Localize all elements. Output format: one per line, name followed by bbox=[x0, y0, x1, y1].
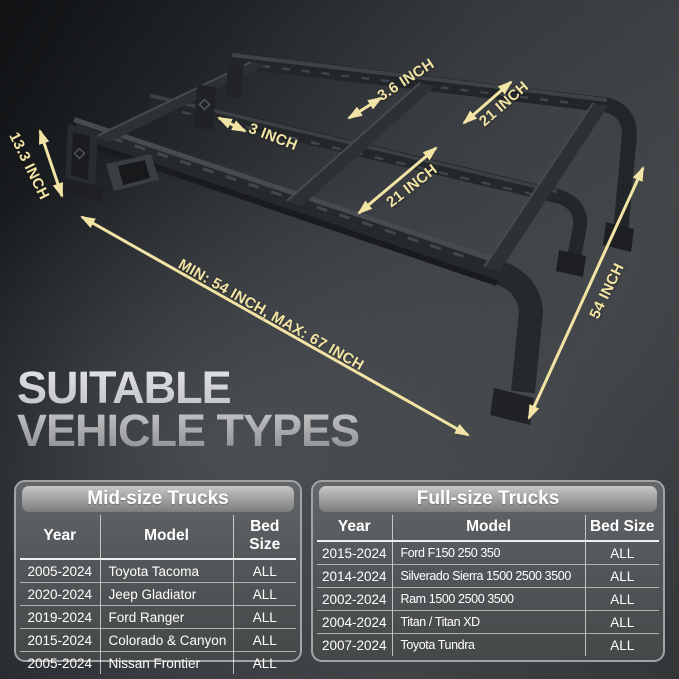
table-header-row: Year Model Bed Size bbox=[317, 515, 659, 542]
rack-crossbar-middle-edge bbox=[286, 82, 421, 202]
model-column-header: Model bbox=[392, 515, 586, 542]
year-cell: 2007-2024 bbox=[317, 633, 393, 656]
arrow-length-min-max bbox=[80, 215, 470, 437]
model-cell: Ford F150 250 350 bbox=[392, 541, 586, 565]
bed-size-cell: ALL bbox=[585, 633, 659, 656]
arrow-gap-front-21 bbox=[357, 146, 438, 215]
page-title: SUITABLE VEHICLE TYPES bbox=[17, 366, 359, 452]
bed-size-cell: ALL bbox=[585, 610, 659, 634]
rack-front-foot bbox=[490, 388, 534, 425]
rack-front-left-foot bbox=[58, 177, 104, 202]
arrow-height-13-3 bbox=[38, 128, 64, 199]
bed-size-column-header: Bed Size bbox=[585, 515, 659, 542]
rack-crossbar-left-edge bbox=[94, 61, 252, 138]
year-cell: 2005-2024 bbox=[20, 559, 101, 583]
model-cell: Ram 1500 2500 3500 bbox=[392, 587, 586, 611]
year-cell: 2020-2024 bbox=[20, 582, 101, 606]
model-cell: Jeep Gladiator bbox=[100, 582, 234, 606]
midsize-trucks-table-card: Mid-size Trucks Year Model Bed Size 2005… bbox=[14, 480, 302, 674]
year-cell: 2002-2024 bbox=[317, 587, 393, 611]
dimension-arrows bbox=[38, 80, 645, 437]
bed-size-cell: ALL bbox=[585, 587, 659, 611]
bed-size-cell: ALL bbox=[610, 545, 635, 561]
arrow-bar-3-6 bbox=[347, 96, 383, 120]
bed-size-cell: ALL bbox=[233, 605, 296, 629]
rack-mid-post-diamond-hole bbox=[198, 98, 211, 111]
fullsize-trucks-table-title: Full-size Trucks bbox=[319, 486, 657, 512]
year-column-header: Year bbox=[20, 515, 101, 560]
year-cell: 2015-2024 bbox=[20, 628, 101, 652]
rack-rear-rail bbox=[231, 52, 637, 229]
page-title-line1: SUITABLE bbox=[17, 362, 231, 413]
rack-front-left-post-face bbox=[71, 132, 90, 180]
year-cell: 2015-2024 bbox=[317, 541, 393, 565]
rack-crossbar-middle bbox=[287, 83, 435, 206]
bed-size-cell: ALL bbox=[233, 628, 296, 652]
year-cell: 2019-2024 bbox=[20, 605, 101, 629]
rack-mid-post bbox=[194, 84, 216, 130]
bed-size-column-header: Bed Size bbox=[233, 515, 296, 560]
year-cell: 2004-2024 bbox=[317, 610, 393, 634]
arrow-post-3 bbox=[217, 116, 247, 133]
table-header-row: Year Model Bed Size bbox=[20, 515, 296, 560]
arrow-gap-rear-21 bbox=[462, 80, 513, 125]
rack-rear-rail-highlight bbox=[231, 53, 608, 102]
model-cell: Colorado & Canyon bbox=[100, 628, 234, 652]
rack-rear-left-post bbox=[226, 58, 244, 98]
rack-front-left-diamond-hole bbox=[73, 147, 86, 160]
page-title-line2: VEHICLE TYPES bbox=[17, 405, 360, 456]
arrow-side-54 bbox=[527, 166, 645, 420]
model-cell: Toyota Tundra bbox=[392, 633, 586, 656]
year-cell: 2014-2024 bbox=[317, 564, 393, 588]
model-cell: Titan / Titan XD bbox=[392, 610, 586, 634]
model-cell: Nissan Frontier bbox=[100, 651, 234, 674]
bed-size-cell: ALL bbox=[585, 564, 659, 588]
rack-crossbar-left bbox=[95, 62, 266, 142]
bed-size-cell: ALL bbox=[233, 582, 296, 606]
year-cell: 2005-2024 bbox=[20, 651, 101, 674]
model-cell: Toyota Tacoma bbox=[100, 559, 234, 583]
bed-size-cell: ALL bbox=[252, 563, 277, 579]
year-column-header: Year bbox=[317, 515, 393, 542]
model-cell: Silverado Sierra 1500 2500 3500 bbox=[392, 564, 586, 588]
midsize-trucks-table-title: Mid-size Trucks bbox=[22, 486, 294, 512]
model-cell: Ford Ranger bbox=[100, 605, 234, 629]
fullsize-trucks-table-card: Full-size Trucks Year Model Bed Size 201… bbox=[311, 480, 665, 662]
model-column-header: Model bbox=[100, 515, 234, 560]
bed-size-cell: ALL bbox=[233, 651, 296, 674]
rack-hitch-bracket-opening bbox=[118, 160, 150, 185]
